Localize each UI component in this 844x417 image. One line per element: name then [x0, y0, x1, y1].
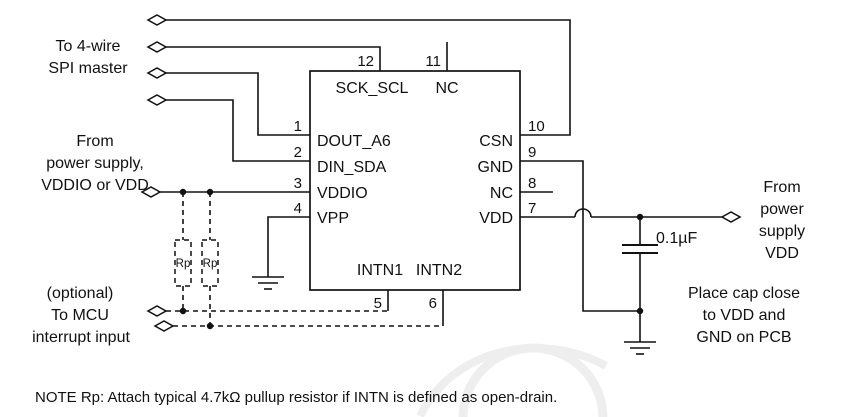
pin-3-label: VDDIO — [317, 185, 368, 202]
mcu-interrupt-label-line3: interrupt input — [32, 329, 130, 346]
pin-9-label: GND — [477, 159, 513, 176]
wire-din — [166, 99, 310, 162]
pin-labels: SCK_SCL NC DOUT_A6 DIN_SDA VDDIO VPP CSN… — [317, 80, 513, 279]
connector-diamond-intn2 — [153, 320, 175, 332]
spi-master-label-line1: To 4-wire — [56, 38, 121, 55]
rp1-resistor — [174, 239, 192, 287]
pin-numbers: 12 11 1 2 3 4 10 9 8 7 5 6 — [294, 53, 545, 312]
optional-pullup-network — [166, 192, 443, 327]
ic-body — [309, 70, 521, 291]
watermark-swoosh — [416, 344, 608, 417]
capacitor — [622, 244, 658, 254]
connector-diamond-vdd-supply — [720, 211, 742, 223]
pin-8-label: NC — [490, 185, 513, 202]
pin-2-number: 2 — [294, 144, 302, 161]
pin-9-number: 9 — [528, 144, 536, 161]
junction-dot — [206, 188, 214, 196]
wire-vdd-hop — [574, 208, 592, 218]
power-supply-label-line2: power supply, — [46, 155, 144, 172]
vdd-supply-label-line1: From — [763, 179, 800, 196]
rp2-resistor — [201, 239, 219, 287]
junction-dots — [179, 188, 644, 330]
vdd-supply-label-line4: VDD — [765, 245, 799, 262]
mcu-interrupt-label-line2: To MCU — [51, 307, 109, 324]
power-supply-label-line3: VDDIO or VDD — [41, 177, 149, 194]
rp1-label: Rp — [176, 258, 191, 270]
pin-2-label: DIN_SDA — [317, 159, 387, 176]
annotations: To 4-wire SPI master From power supply, … — [32, 38, 805, 406]
pin-12-label: SCK_SCL — [336, 80, 409, 97]
cap-placement-note-line1: Place cap close — [688, 285, 800, 302]
capacitor-value-label: 0.1µF — [656, 230, 697, 247]
vdd-supply-label-line3: supply — [759, 223, 805, 240]
pin-7-number: 7 — [528, 200, 536, 217]
wire-vpp-to-ground — [267, 216, 310, 277]
pin-6-label: INTN2 — [416, 262, 462, 279]
pin-6-number: 6 — [429, 295, 437, 312]
connector-diamond-dout — [146, 67, 168, 79]
connector-diamond-din — [146, 94, 168, 106]
mcu-interrupt-label-line1: (optional) — [47, 285, 114, 302]
pin-4-number: 4 — [294, 200, 302, 217]
connector-diamond-vddio-supply — [140, 186, 162, 198]
junction-dot — [206, 322, 214, 330]
pin-1-label: DOUT_A6 — [317, 133, 391, 150]
pin-3-number: 3 — [294, 175, 302, 192]
ground-symbol-vpp — [252, 276, 284, 290]
cap-placement-note-line2: to VDD and — [703, 307, 786, 324]
watermark — [416, 343, 608, 417]
wire-csn — [166, 19, 571, 136]
spi-master-label-line2: SPI master — [48, 60, 128, 77]
power-supply-label-line1: From — [76, 133, 113, 150]
connector-diamond-intn1 — [146, 305, 168, 317]
pin-12-number: 12 — [357, 53, 374, 70]
junction-dot — [179, 307, 187, 315]
connectors — [140, 14, 742, 332]
pin-5-label: INTN1 — [357, 262, 403, 279]
pin-8-number: 8 — [528, 175, 536, 192]
junction-dot — [179, 188, 187, 196]
pin-10-label: CSN — [479, 133, 513, 150]
cap-placement-note-line3: GND on PCB — [696, 329, 791, 346]
pin-11-number: 11 — [425, 53, 441, 70]
wire-dout — [166, 72, 310, 136]
junction-dot — [636, 213, 644, 221]
pin-4-label: VPP — [317, 210, 349, 227]
wire-gnd — [520, 160, 640, 312]
wire-sck — [166, 46, 381, 71]
ground-symbol-cap — [624, 341, 656, 355]
connector-diamond-csn — [146, 14, 168, 26]
vdd-supply-label-line2: power — [760, 201, 804, 218]
pin-5-number: 5 — [374, 295, 382, 312]
pin-10-number: 10 — [528, 118, 545, 135]
junction-dot — [636, 307, 644, 315]
note-text: NOTE Rp: Attach typical 4.7kΩ pullup res… — [35, 389, 557, 406]
pin-1-number: 1 — [294, 118, 302, 135]
rp2-label: Rp — [203, 258, 218, 270]
pin-11-label: NC — [435, 80, 458, 97]
pin-7-label: VDD — [479, 210, 513, 227]
connector-diamond-sck — [146, 41, 168, 53]
